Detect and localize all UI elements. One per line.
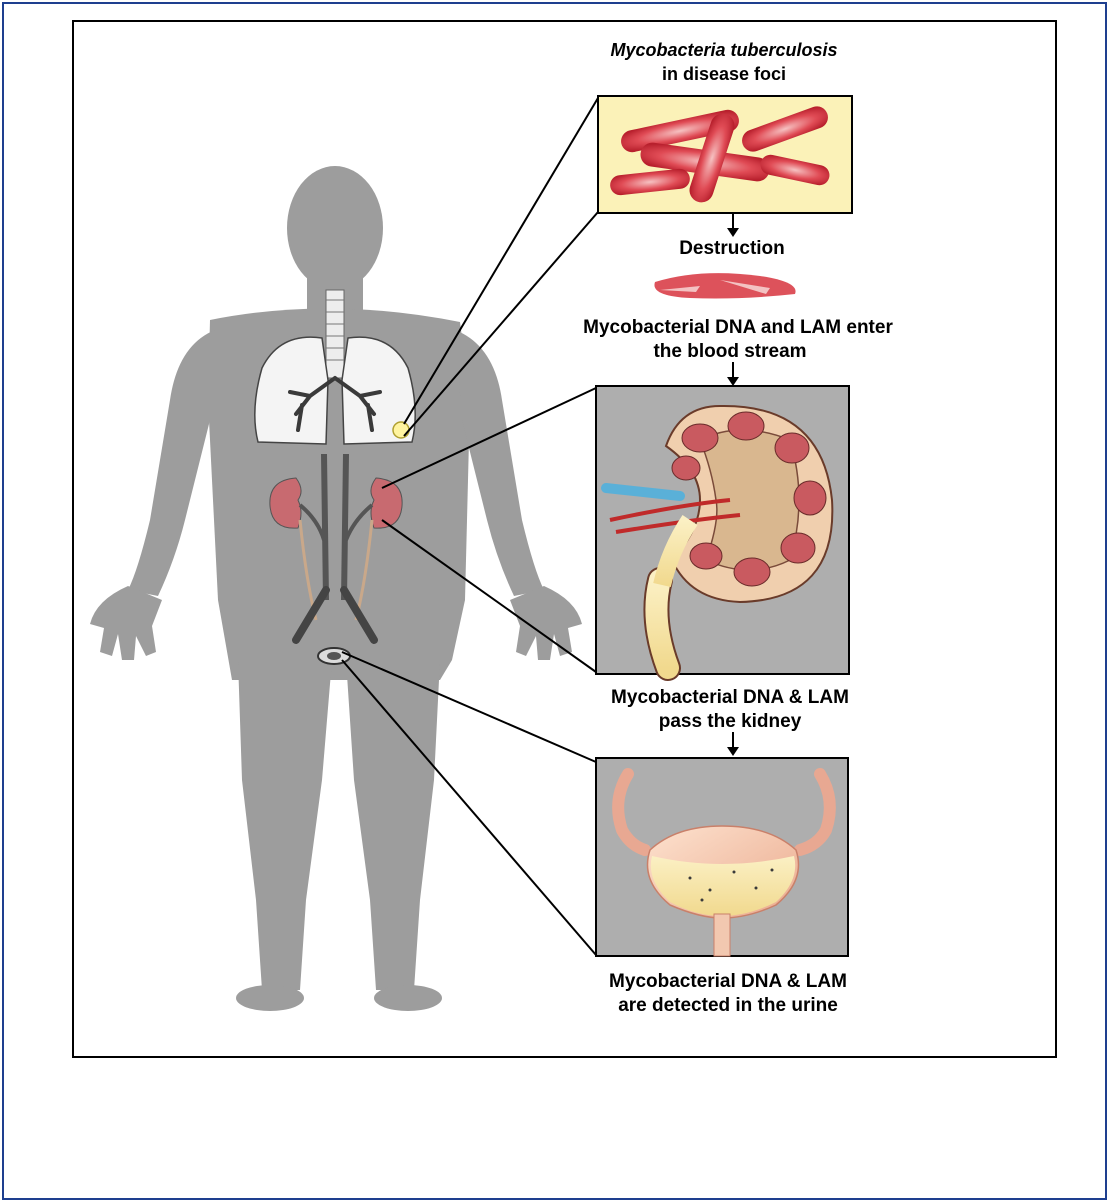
bacteria-panel: [598, 96, 852, 213]
destruction-label: Destruction: [679, 238, 785, 259]
arrow-to-kidney-panel: [727, 362, 739, 386]
destroyed-bacteria-fragments: [654, 273, 795, 298]
foci-title-italic: Mycobacteria tuberculosis: [610, 40, 837, 60]
foci-title: Mycobacteria tuberculosis: [610, 40, 837, 60]
urine-label-line2: are detected in the urine: [618, 995, 838, 1016]
blood-stream-label-line1: Mycobacterial DNA and LAM enter: [583, 317, 893, 338]
infection-focus-lung: [393, 422, 409, 438]
foci-title-line2: in disease foci: [662, 64, 786, 84]
blood-stream-label-line2: the blood stream: [653, 341, 806, 362]
kidney-panel: [596, 386, 849, 674]
kidney-label-line2: pass the kidney: [659, 711, 802, 732]
bladder-panel: [596, 758, 848, 956]
arrow-to-bladder-panel: [727, 732, 739, 756]
urine-label-line1: Mycobacterial DNA & LAM: [609, 971, 847, 992]
trachea: [326, 290, 344, 378]
kidney-label-line1: Mycobacterial DNA & LAM: [611, 687, 849, 708]
arrow-to-destruction: [727, 213, 739, 237]
bladder-on-body: [318, 648, 350, 664]
